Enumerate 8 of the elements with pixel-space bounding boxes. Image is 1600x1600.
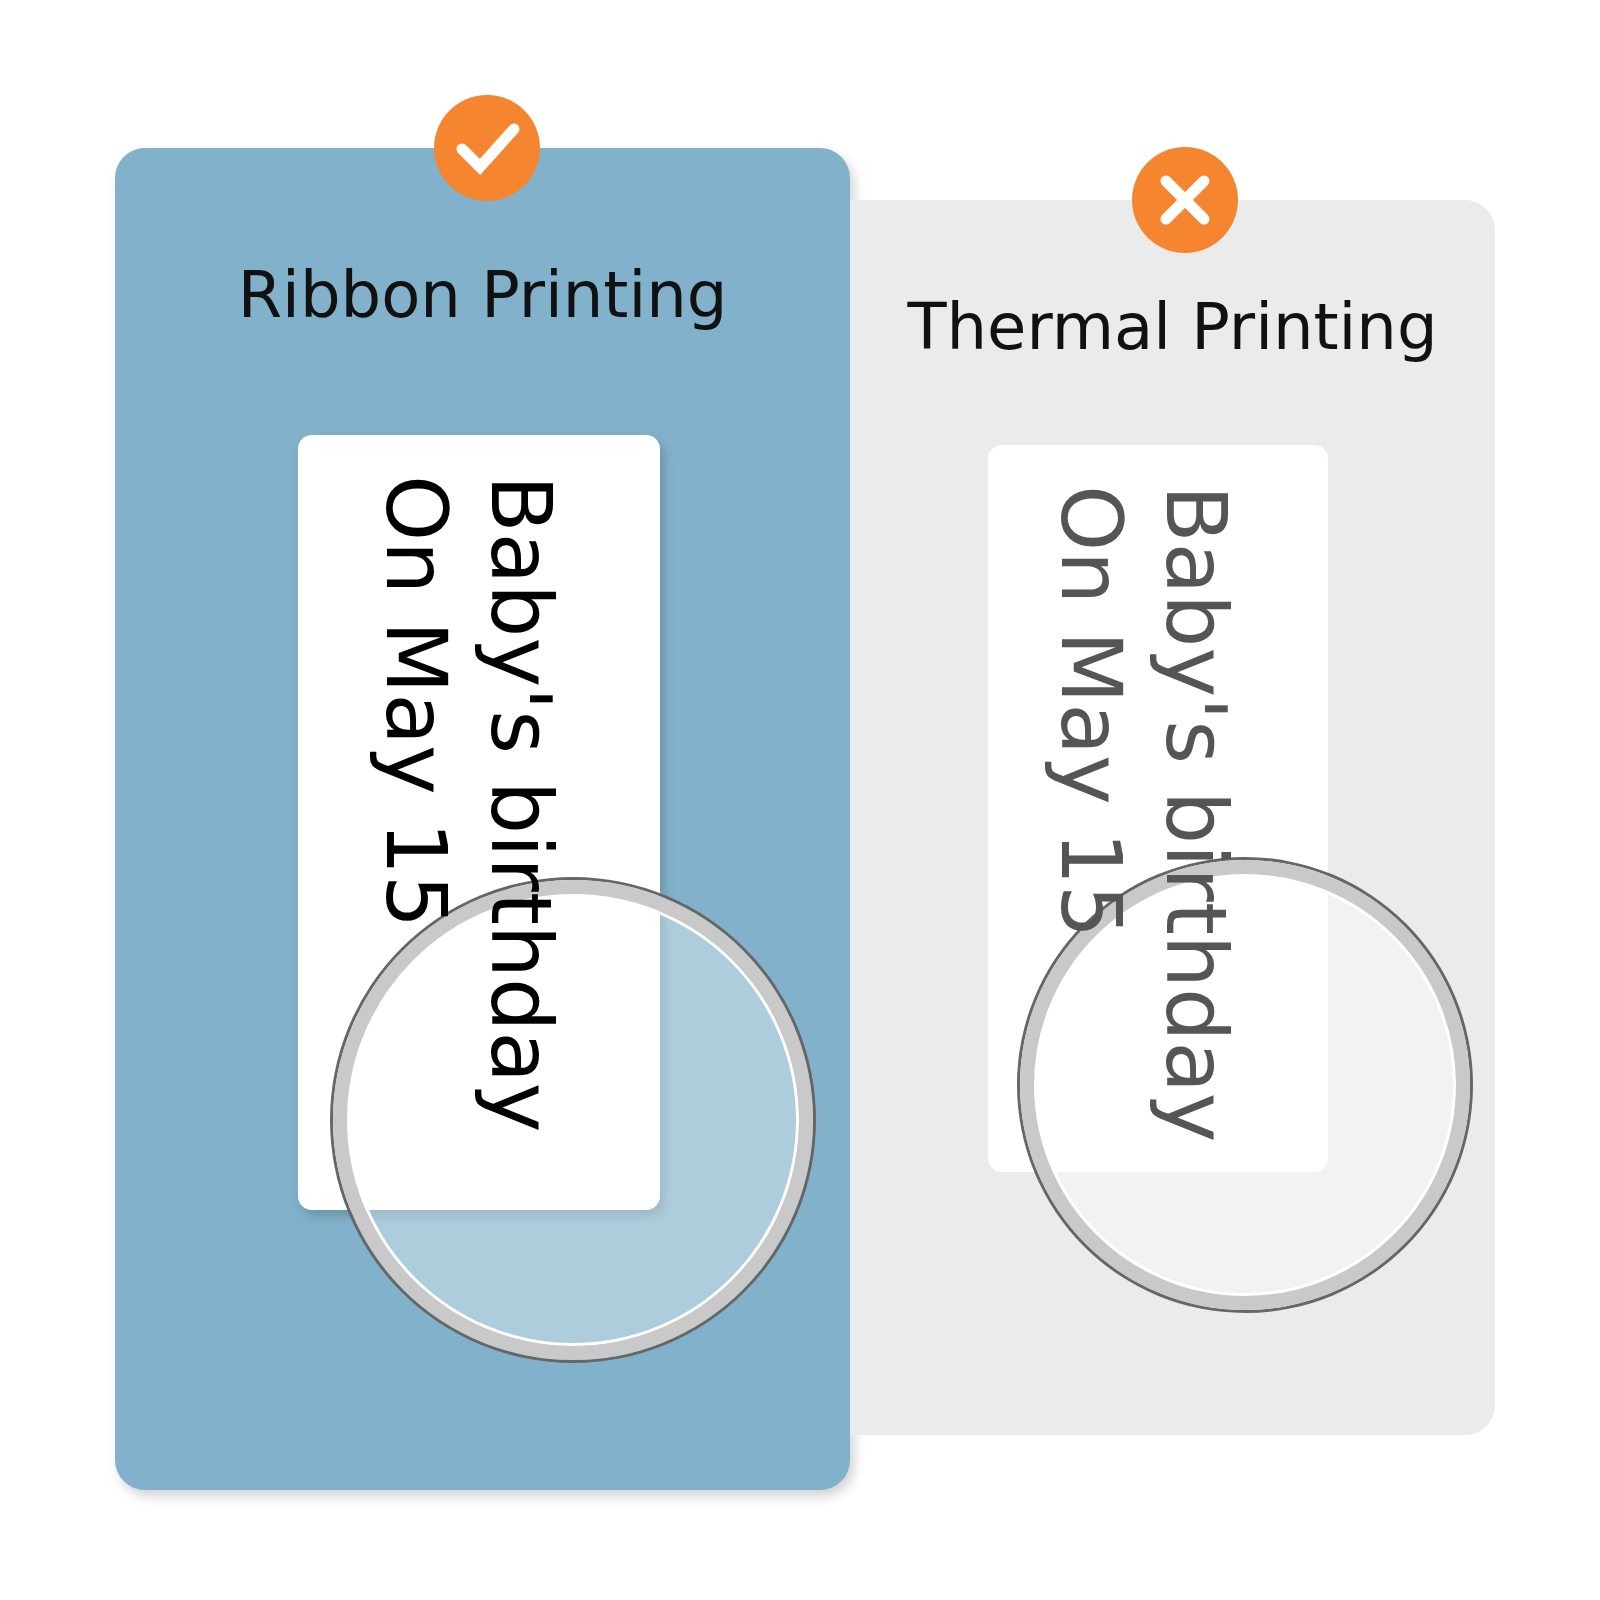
label-card bbox=[988, 445, 1328, 1172]
panel-heading: Thermal Printing bbox=[906, 290, 1439, 364]
panel-heading: Ribbon Printing bbox=[236, 258, 729, 332]
printed-label-text: On May 15 bbox=[1041, 485, 1141, 941]
printed-label-text: Baby's birthday bbox=[471, 475, 571, 1133]
printed-label-text: On May 15 bbox=[366, 475, 466, 931]
printed-label-text: Baby's birthday bbox=[1146, 485, 1246, 1143]
label-card bbox=[298, 435, 660, 1210]
